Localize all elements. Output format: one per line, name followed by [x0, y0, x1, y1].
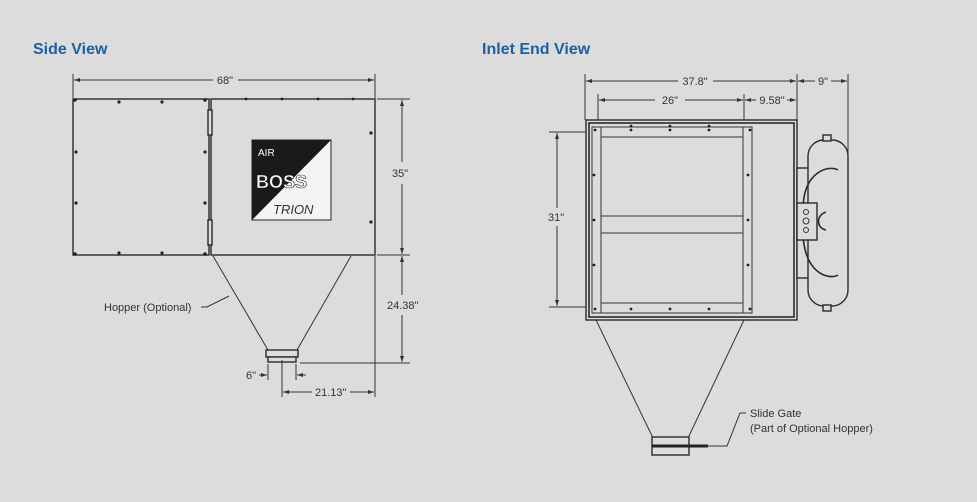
hopper-label: Hopper (Optional) [104, 302, 191, 314]
hopper [595, 319, 654, 439]
logo-boss: BOSS [256, 172, 307, 192]
dim-tank-9: 9" [818, 76, 828, 88]
airboss-trion-logo: AIR BOSS TRION [251, 139, 332, 221]
side-view-title: Side View [33, 41, 108, 58]
dim-side-9-58: 9.58" [759, 95, 784, 107]
logo-air: AIR [258, 148, 275, 159]
slide-gate-label: Slide Gate [750, 408, 801, 420]
dim-inner-26: 26" [662, 95, 678, 107]
pulse-tank [796, 134, 849, 312]
inlet-end-view: Inlet End View 37.8" 9" 26" 9.58" 31" [482, 41, 873, 456]
dim-offset-21-13: 21.13" [315, 387, 347, 399]
slide-gate-note: (Part of Optional Hopper) [750, 423, 873, 435]
dim-outlet-6: 6" [246, 370, 256, 382]
access-panel [72, 98, 210, 256]
dim-width-68: 68" [217, 75, 233, 87]
housing [585, 119, 798, 321]
dim-width-37-8: 37.8" [682, 76, 707, 88]
dim-height-35: 35" [392, 168, 408, 180]
dim-hopper-24-38: 24.38" [387, 300, 419, 312]
dim-height-31: 31" [548, 212, 564, 224]
side-view: Side View 68" AIR BOSS TRION Hopper (Opt… [33, 41, 419, 399]
inlet-view-title: Inlet End View [482, 41, 591, 58]
hopper [212, 255, 269, 351]
logo-trion: TRION [273, 202, 314, 217]
